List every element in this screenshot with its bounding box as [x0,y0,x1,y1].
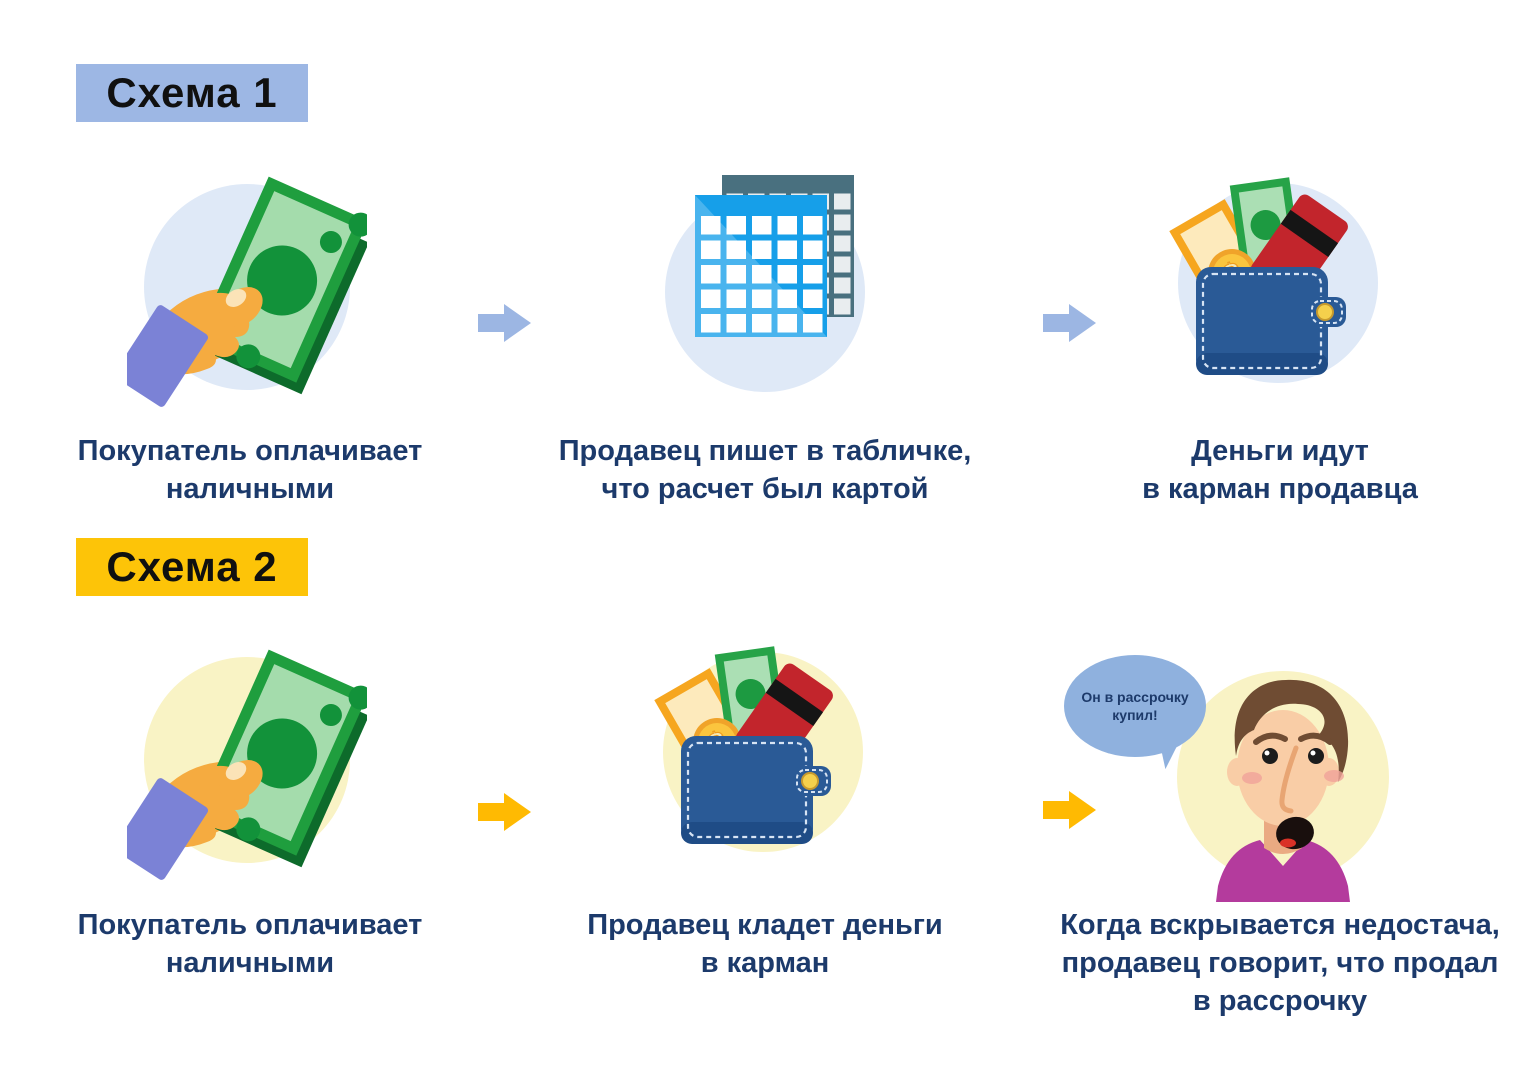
speech-bubble-text: Он в рассрочку купил! [1081,689,1189,723]
hand-paying-cash-icon [113,167,373,412]
shocked-seller-icon [1158,652,1408,907]
speech-bubble-body: Он в рассрочку купил! [1064,655,1206,757]
flow-arrow-icon [478,793,532,836]
flow-arrow-icon [478,304,532,347]
flow-arrow-icon [1043,304,1097,347]
scheme-2-badge: Схема 2 [76,538,308,596]
step-caption: Продавец пишет в табличке, что расчет бы… [558,435,972,505]
flow-arrow-icon [1043,791,1097,834]
wallet-with-money-icon: $ [1158,163,1398,408]
step-caption: Деньги идут в карман продавца [1142,435,1418,505]
spreadsheet-icon [645,167,885,412]
step-caption: Покупатель оплачивает наличными [77,909,423,979]
wallet-with-money-icon: $ [643,632,883,877]
hand-paying-cash-icon [113,640,373,885]
speech-bubble: Он в рассрочку купил! [1064,655,1206,770]
step-caption: Продавец кладет деньги в карман [587,909,943,979]
scheme-1-badge: Схема 1 [76,64,308,122]
step-caption: Когда вскрывается недостача, продавец го… [1060,909,1500,1017]
step-caption: Покупатель оплачивает наличными [77,435,423,505]
